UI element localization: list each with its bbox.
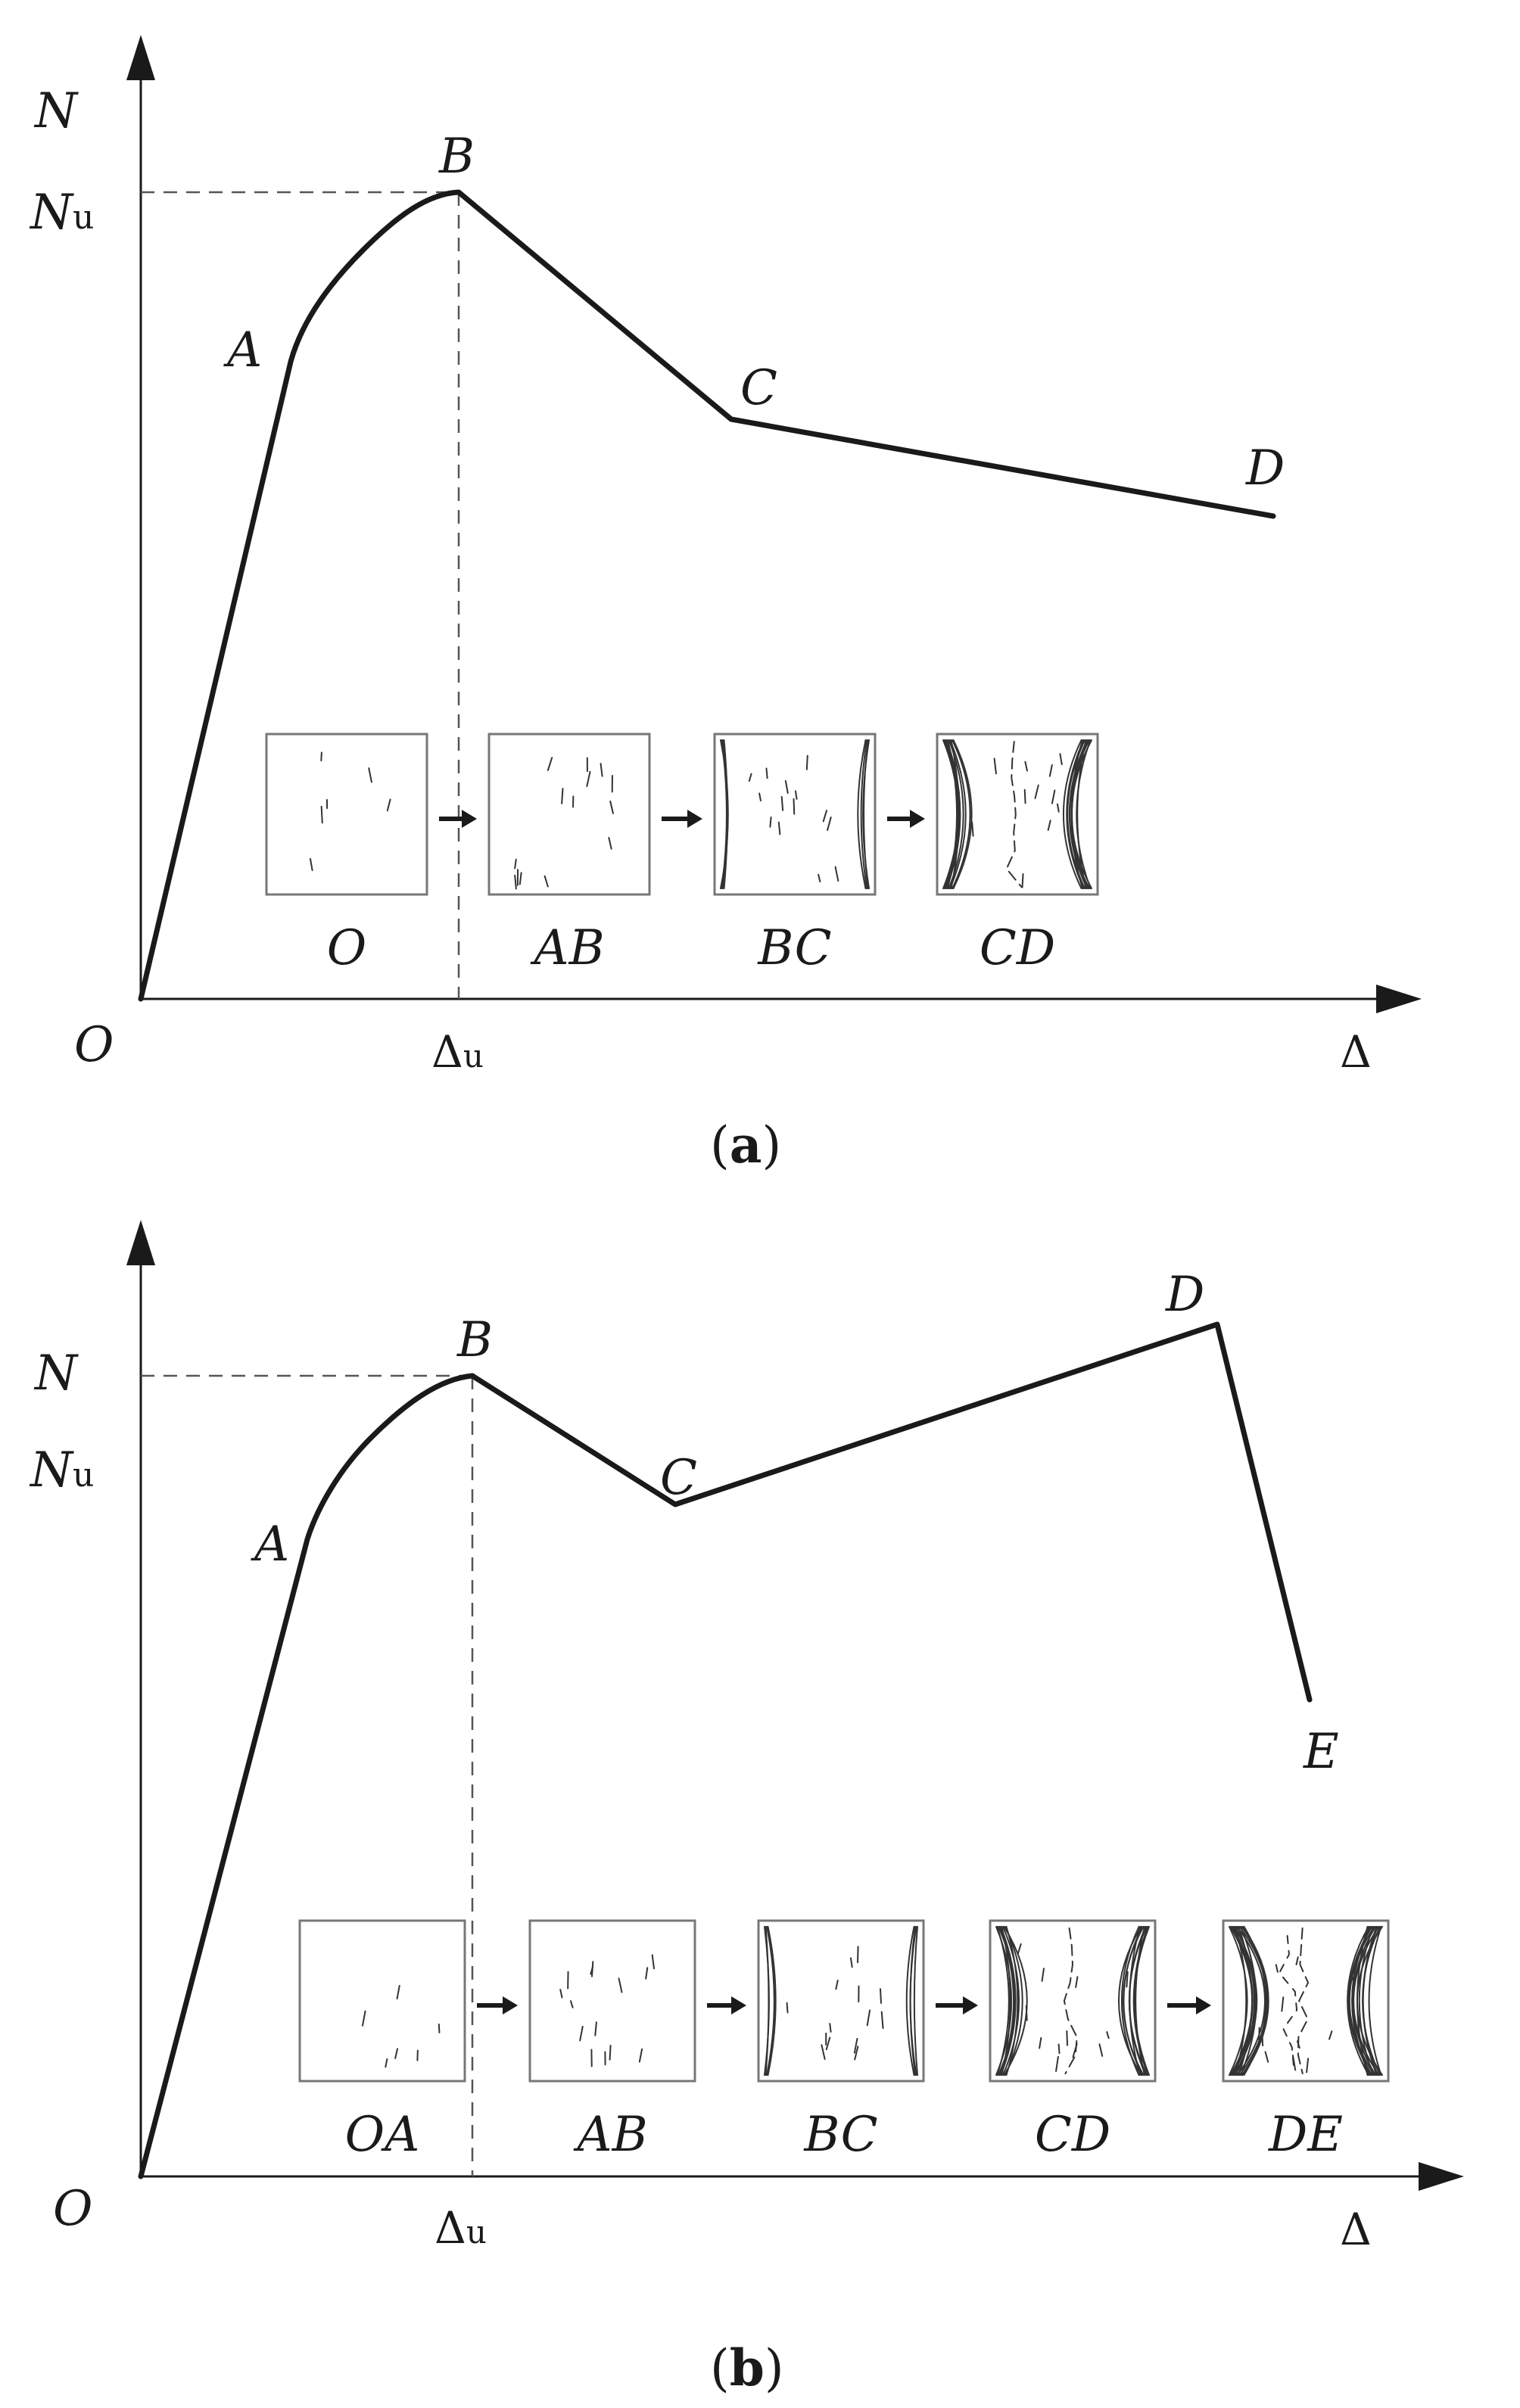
origin-label: O <box>53 2181 92 2237</box>
crack-stage-box: CD <box>936 733 1099 976</box>
crack-stage-box: OA <box>298 1919 466 2163</box>
crack-pattern <box>720 739 870 889</box>
stage-label: CD <box>1035 2107 1110 2163</box>
crack-pattern <box>942 739 1092 889</box>
x-axis-arrowhead <box>1419 2162 1464 2191</box>
point-e-label: E <box>1303 1724 1339 1780</box>
point-a-label: A <box>251 1517 289 1573</box>
specimen-outline <box>265 733 428 896</box>
crack-stage-box: CD <box>989 1919 1157 2163</box>
stage-arrow <box>1167 1996 1211 2014</box>
point-b-label: B <box>438 129 475 185</box>
crack-pattern <box>764 1926 918 2076</box>
stage-label: OA <box>345 2107 420 2163</box>
stage-label: O <box>327 920 366 976</box>
crack-stage-box: AB <box>487 733 651 976</box>
crack-stage-row: OA AB BC CD DE <box>298 1919 1390 2163</box>
caption-a: (a) <box>710 1115 781 1174</box>
panel-a: N Nu O Δu Δ A B C D O AB BC CD (a) <box>29 35 1422 1174</box>
delta-u-label: Δu <box>435 2202 487 2254</box>
stage-arrow <box>887 810 925 828</box>
stage-arrow <box>662 810 702 828</box>
crack-pattern <box>361 1985 441 2068</box>
crack-stage-box: AB <box>528 1919 696 2163</box>
crack-pattern <box>995 1926 1150 2076</box>
caption-b: (b) <box>710 2338 784 2397</box>
specimen-outline <box>487 733 651 896</box>
crack-stage-box: BC <box>757 1919 925 2163</box>
specimen-outline <box>757 1919 925 2083</box>
specimen-outline <box>298 1919 466 2083</box>
crack-stage-box: O <box>265 733 428 976</box>
crack-pattern <box>514 757 614 890</box>
stage-arrow <box>439 810 477 828</box>
load-displacement-curve <box>138 189 1276 1002</box>
stage-label: AB <box>573 2107 647 2163</box>
stage-label: DE <box>1268 2107 1343 2163</box>
delta-u-label: Δu <box>431 1026 484 1078</box>
load-displacement-curve <box>138 1321 1313 2179</box>
stage-label: AB <box>530 920 604 976</box>
nu-label: Nu <box>29 185 94 241</box>
point-a-label: A <box>223 322 262 378</box>
point-c-label: C <box>660 1450 697 1506</box>
point-d-label: D <box>1165 1267 1204 1323</box>
origin-label: O <box>74 1017 114 1073</box>
crack-pattern <box>309 751 391 871</box>
stage-arrow <box>936 1996 978 2014</box>
y-axis-label: N <box>33 1346 79 1402</box>
stage-arrow <box>707 1996 746 2014</box>
point-c-label: C <box>740 360 777 416</box>
y-axis-arrowhead <box>126 35 155 80</box>
crack-stage-box: DE <box>1222 1919 1390 2163</box>
specimen-outline <box>528 1919 696 2083</box>
stage-label: CD <box>980 920 1055 976</box>
y-axis-label: N <box>33 83 79 139</box>
x-axis-label: Δ <box>1340 2204 1372 2255</box>
crack-pattern <box>1229 1926 1383 2076</box>
stage-arrow <box>477 1996 518 2014</box>
stage-label: BC <box>803 2107 877 2163</box>
nu-label: Nu <box>29 1442 94 1498</box>
point-d-label: D <box>1245 440 1285 496</box>
point-b-label: B <box>456 1312 493 1368</box>
y-axis-arrowhead <box>126 1220 155 1265</box>
x-axis-arrowhead <box>1376 985 1422 1013</box>
crack-stage-row: O AB BC CD <box>265 733 1099 976</box>
crack-pattern <box>559 1954 655 2067</box>
stage-label: BC <box>757 920 831 976</box>
panel-b: N Nu O Δu Δ A B C D E OA AB BC CD DE (b) <box>29 1220 1464 2397</box>
x-axis-label: Δ <box>1340 1026 1372 1078</box>
crack-stage-box: BC <box>713 733 877 976</box>
